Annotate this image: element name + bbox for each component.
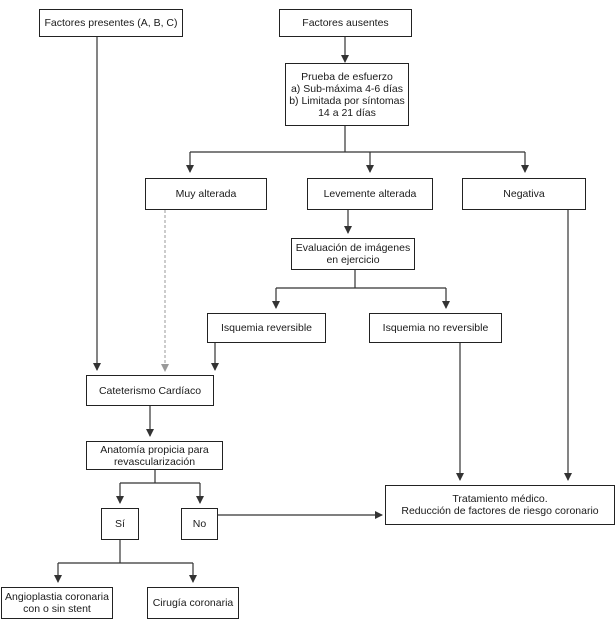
box-anatomia: Anatomía propicia para revascularización (86, 441, 223, 470)
box-text-line: Prueba de esfuerzo (301, 70, 393, 83)
box-cateterismo: Cateterismo Cardíaco (86, 375, 214, 406)
box-text-line: en ejercicio (326, 254, 380, 266)
box-text-line: Levemente alterada (323, 188, 417, 200)
box-text-line: Factores ausentes (302, 17, 389, 29)
box-text-line: No (192, 518, 207, 530)
box-text-line: Muy alterada (175, 188, 237, 200)
box-text-line: con o sin stent (23, 603, 91, 615)
box-text-line: Evaluación de imágenes (295, 242, 411, 254)
box-text-line: Sí (115, 518, 125, 530)
box-text-line: Cirugía coronaria (152, 597, 234, 609)
box-angioplastia: Angioplastia coronaria con o sin stent (1, 587, 113, 619)
box-isquemia-no-reversible: Isquemia no reversible (369, 313, 502, 343)
box-text-line: 14 a 21 días (318, 106, 376, 119)
box-si: Sí (101, 508, 139, 540)
box-text-line: Negativa (503, 188, 545, 200)
box-text-line: a) Sub-máxima 4-6 días (290, 82, 404, 95)
box-text-line: Isquemia reversible (220, 322, 313, 334)
box-text-line: b) Limitada por síntomas (289, 94, 405, 107)
box-text-line: Tratamiento médico. (452, 493, 548, 505)
box-no: No (181, 508, 218, 540)
box-isquemia-reversible: Isquemia reversible (207, 313, 326, 343)
box-text-line: Cateterismo Cardíaco (98, 384, 202, 397)
box-text-line: revascularización (113, 455, 196, 468)
box-tratamiento: Tratamiento médico. Reducción de factore… (385, 485, 615, 525)
box-evaluacion-imagenes: Evaluación de imágenes en ejercicio (291, 238, 415, 270)
box-factores-presentes: Factores presentes (A, B, C) (39, 9, 183, 37)
box-text-line: Anatomía propicia para (100, 443, 209, 456)
box-text-line: Reducción de factores de riesgo coronari… (401, 505, 599, 517)
box-muy-alterada: Muy alterada (145, 178, 267, 210)
box-negativa: Negativa (462, 178, 586, 210)
box-factores-ausentes: Factores ausentes (279, 9, 412, 37)
box-levemente-alterada: Levemente alterada (307, 178, 433, 210)
box-cirugia: Cirugía coronaria (147, 587, 239, 619)
box-text-line: Factores presentes (A, B, C) (44, 17, 178, 29)
box-text-line: Isquemia no reversible (382, 322, 489, 334)
box-prueba-esfuerzo: Prueba de esfuerzo a) Sub-máxima 4-6 día… (285, 63, 409, 126)
box-text-line: Angioplastia coronaria (5, 591, 109, 603)
